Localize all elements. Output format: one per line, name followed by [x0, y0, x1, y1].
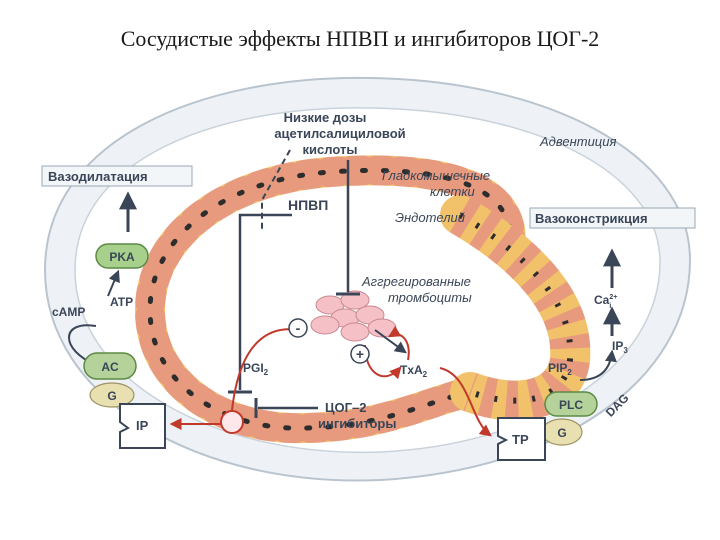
platelets-label-line2: тромбоциты [388, 290, 472, 305]
plc-node [544, 391, 598, 417]
nsaid-inhibition-line-left [238, 213, 292, 390]
pgi2-label: PGI2 [243, 361, 269, 377]
txa2-to-tp-arrow [439, 367, 492, 437]
ac-node [83, 352, 137, 380]
platelets-to-txa2-arrow [374, 329, 407, 354]
smooth-muscle-label-line2: клетки [430, 184, 475, 199]
camp-to-pka-arrow [107, 269, 120, 297]
ip-label: IP [136, 418, 149, 433]
nsaid-label: НПВП [288, 197, 328, 213]
vasodilation-box [41, 165, 193, 187]
camp-label: cAMP [52, 305, 85, 319]
ac-label: AC [101, 360, 119, 374]
aggregated-platelets [310, 290, 397, 342]
minus-sign: - [296, 320, 301, 336]
ca-label: Ca2+i [594, 293, 617, 310]
tp-label: TP [512, 432, 529, 447]
platelets-label-line1: Аггрегированные [361, 274, 471, 289]
endothelium-label: Эндотелий [395, 210, 465, 225]
tp-receptor [497, 417, 546, 461]
vasoconstriction-label: Вазоконстрикция [535, 211, 648, 226]
endothelial-cell [220, 410, 244, 434]
txa2-label: TxA2 [400, 363, 428, 379]
cox2-label-line2: ингибиторы [318, 416, 396, 431]
vasoconstriction-box [529, 207, 696, 229]
adventitia-label: Адвентиция [539, 134, 616, 149]
ip-receptor [119, 403, 166, 449]
pip2-to-ip3-arrow [579, 349, 617, 381]
atp-label: ATP [110, 295, 133, 309]
aspirin-label-line3: кислоты [303, 142, 358, 157]
plus-sign-circle [350, 344, 370, 364]
vessel-wall [134, 155, 591, 444]
pka-label: PKA [109, 250, 135, 264]
g-left-label: G [107, 389, 116, 403]
txa2-feedback-arrow [387, 325, 410, 361]
pip2-label: PIP2 [548, 361, 572, 377]
slide-title: Сосудистые эффекты НПВП и ингибиторов ЦО… [120, 26, 600, 51]
minus-sign-circle [288, 318, 308, 338]
vasodilation-label: Вазодилатация [48, 169, 148, 184]
g-protein-left [89, 382, 135, 408]
ip3-label: IP3 [612, 339, 628, 355]
cox2-label-line1: ЦОГ–2 [325, 400, 366, 415]
smooth-muscle-label-line1: Гладкомышечные [382, 168, 490, 183]
pka-node [95, 243, 149, 269]
plc-label: PLC [559, 398, 583, 412]
g-right-label: G [557, 426, 566, 440]
aspirin-label-line1: Низкие дозы [284, 110, 367, 125]
plus-sign: + [356, 346, 364, 362]
aspirin-label-line2: ацетилсалициловой [274, 126, 405, 141]
